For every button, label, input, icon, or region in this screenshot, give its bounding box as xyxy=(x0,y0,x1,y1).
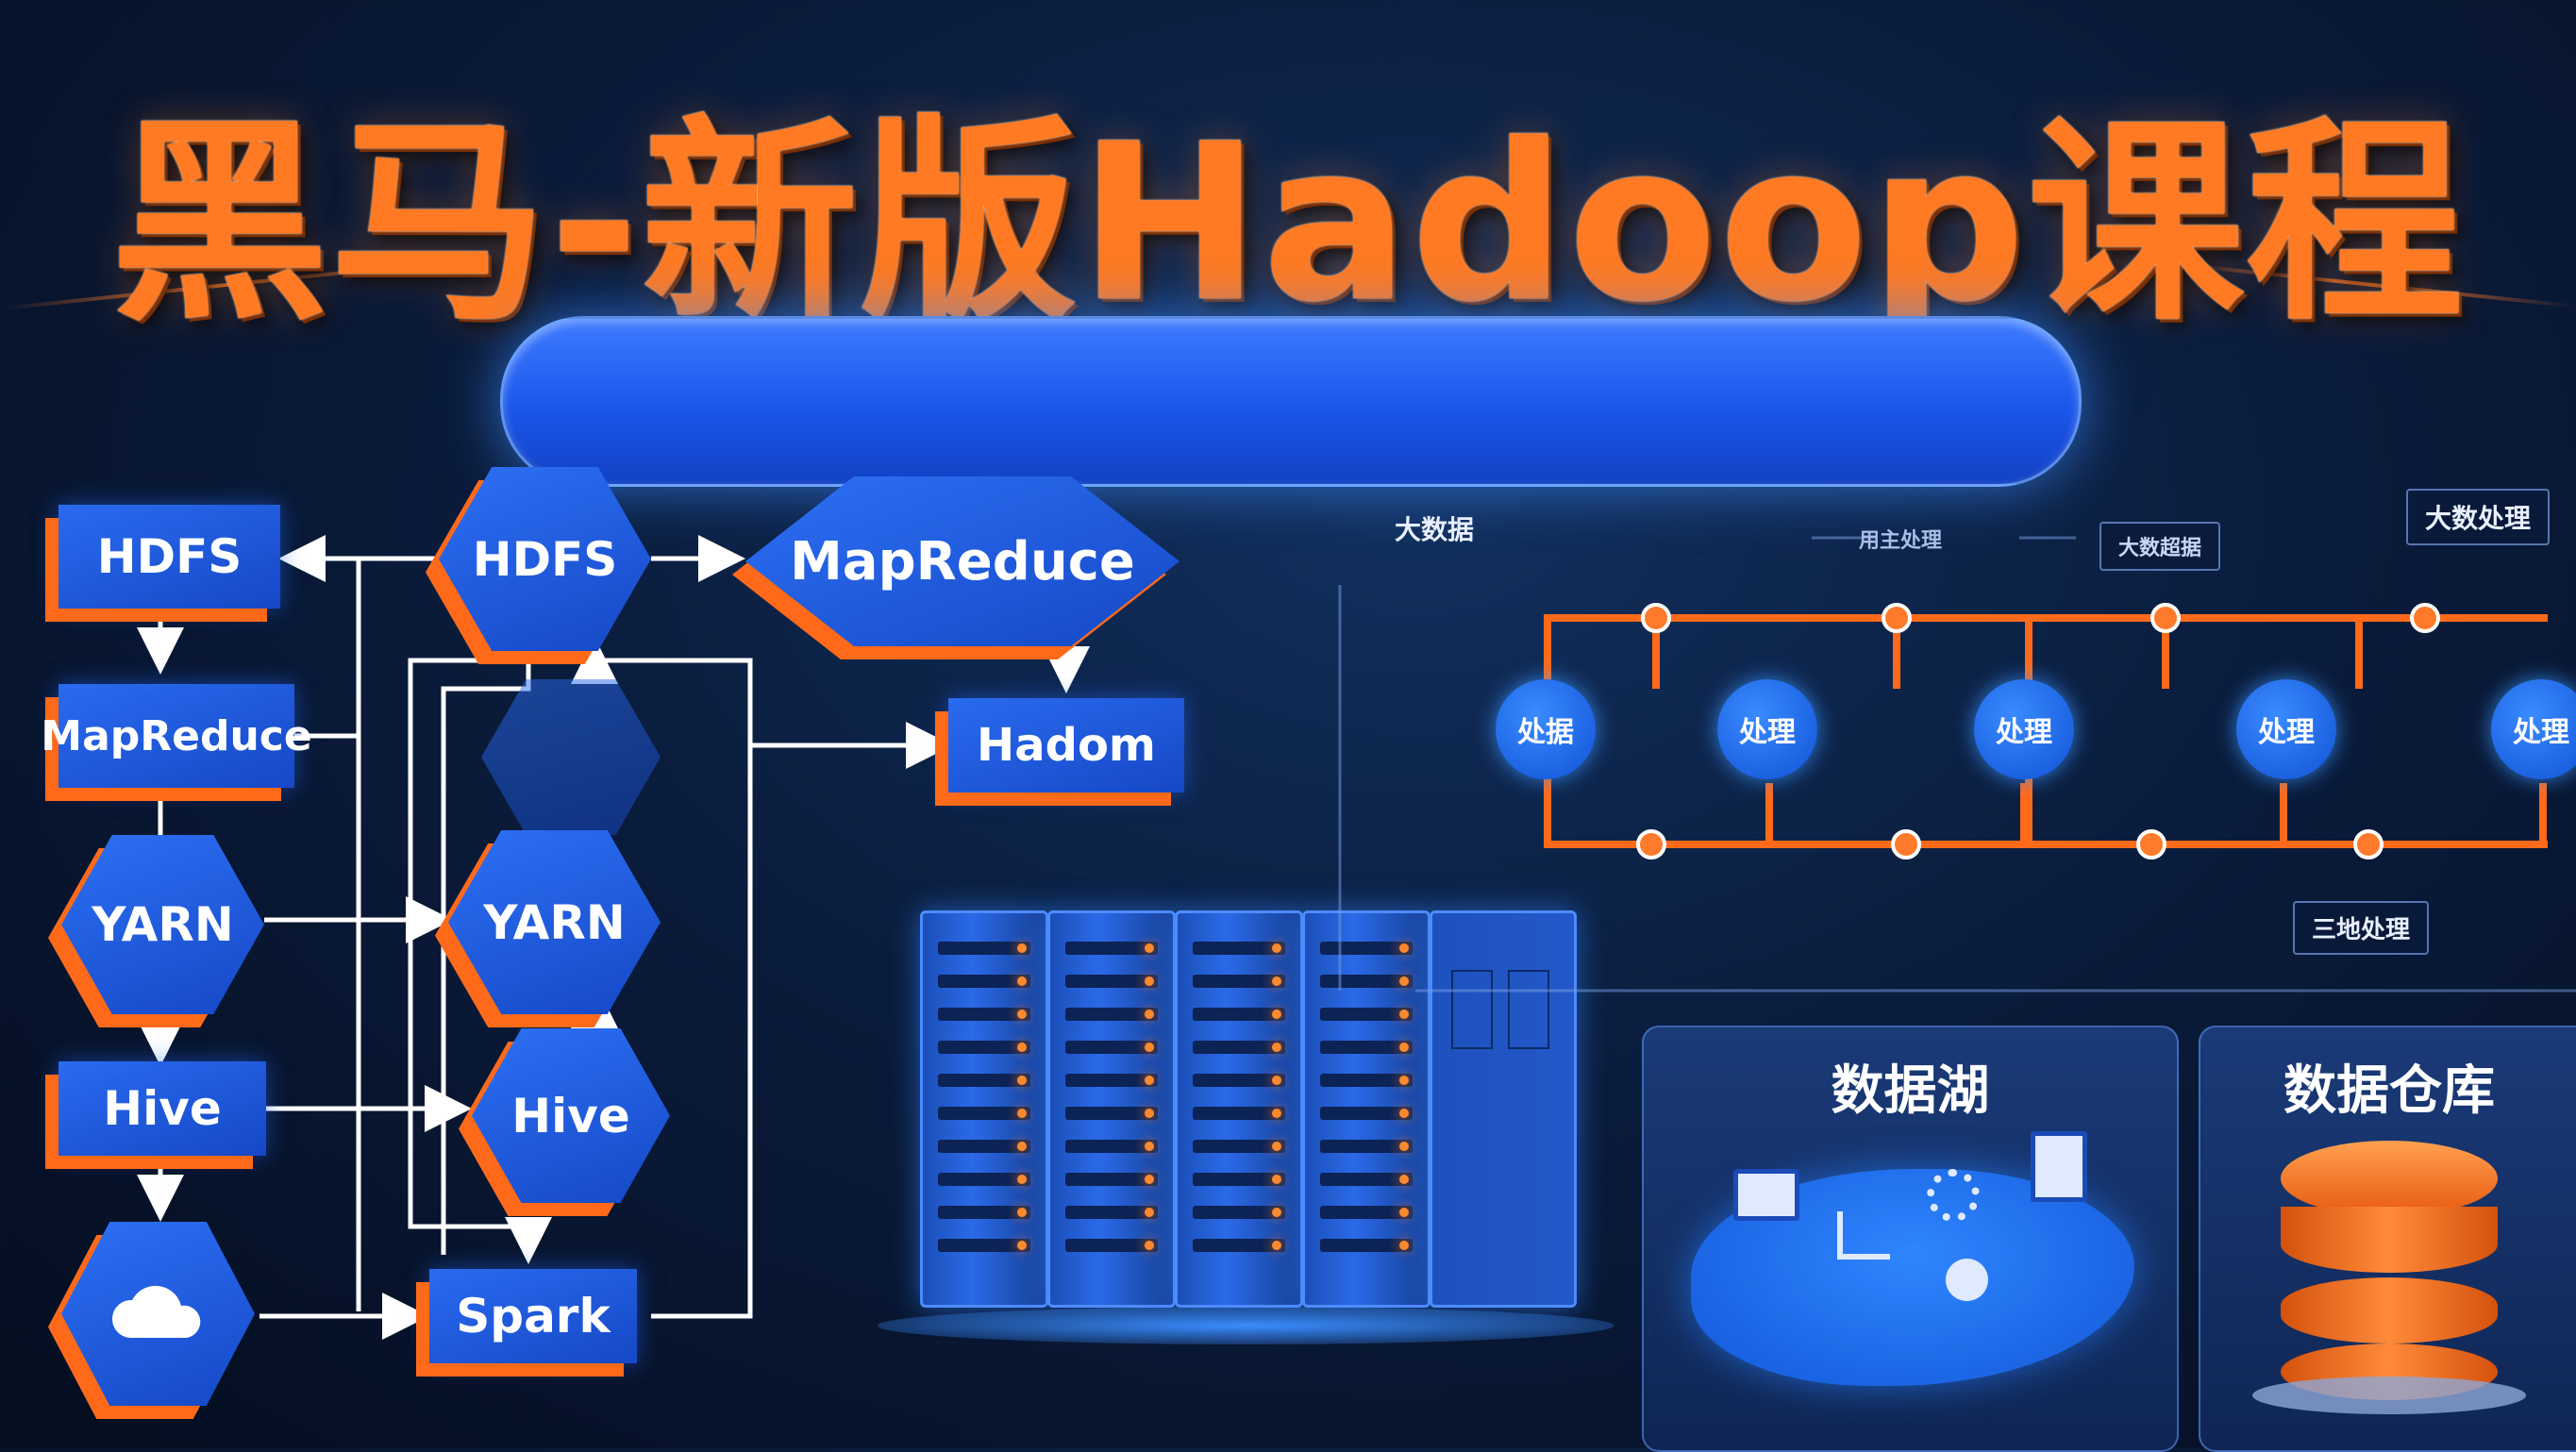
node-yarn-1: YARN xyxy=(48,835,264,1027)
process-node-4: 处理 xyxy=(2236,679,2336,779)
document-icon xyxy=(2031,1131,2087,1202)
process-node-5: 处理 xyxy=(2491,679,2576,779)
pipeline-label-mid-1: 用主处理 xyxy=(1859,529,1943,553)
panel-data-lake: 数据湖 xyxy=(1642,1026,2179,1452)
node-cloud-1 xyxy=(48,1222,255,1419)
node-hive-1: Hive xyxy=(59,1061,266,1156)
pipeline-label-processing: 大数处理 xyxy=(2406,489,2551,545)
pipeline-label-bigdata: 大数据 xyxy=(1395,514,1475,545)
cloud-icon xyxy=(111,1285,200,1338)
node-placeholder-2 xyxy=(481,679,661,835)
node-mapreduce-1: MapReduce xyxy=(41,684,312,788)
node-hadom-3: Hadom xyxy=(948,698,1184,793)
warehouse-cylinder-icon xyxy=(2252,1141,2526,1414)
gear-icon xyxy=(1927,1169,1980,1222)
process-node-1: 处据 xyxy=(1496,679,1596,779)
server-rack-1 xyxy=(920,910,1048,1308)
panel-data-warehouse: 数据仓库 xyxy=(2199,1026,2576,1452)
node-mapreduce-3: MapReduce xyxy=(732,476,1179,659)
node-spark-2: Spark xyxy=(429,1269,637,1363)
panel-data-warehouse-title: 数据仓库 xyxy=(2283,1060,2495,1122)
node-hdfs-2: HDFS xyxy=(426,467,651,664)
process-node-2: 处理 xyxy=(1717,679,1817,779)
server-rack-4 xyxy=(1302,910,1430,1308)
node-yarn-2: YARN xyxy=(435,830,661,1027)
page-title: 黑马-新版Hadoop课程 xyxy=(110,98,2466,350)
pipeline-label-mid-2: 大数超据 xyxy=(2099,522,2221,571)
node-hive-2: Hive xyxy=(459,1028,670,1216)
flow-connectors xyxy=(137,535,1090,1340)
database-icon xyxy=(1946,1259,1988,1301)
panel-data-lake-title: 数据湖 xyxy=(1831,1060,1990,1122)
node-hdfs-1: HDFS xyxy=(59,505,280,609)
server-base-glow xyxy=(878,1307,1614,1344)
monitor-icon xyxy=(1733,1169,1799,1221)
server-rack-3 xyxy=(1175,910,1303,1308)
pipeline-label-bottom: 三地处理 xyxy=(2293,901,2430,955)
title-banner xyxy=(500,316,2082,487)
chart-icon xyxy=(1837,1211,1890,1260)
process-node-3: 处理 xyxy=(1974,679,2074,779)
server-rack-5 xyxy=(1430,910,1577,1308)
server-rack-2 xyxy=(1047,910,1176,1308)
